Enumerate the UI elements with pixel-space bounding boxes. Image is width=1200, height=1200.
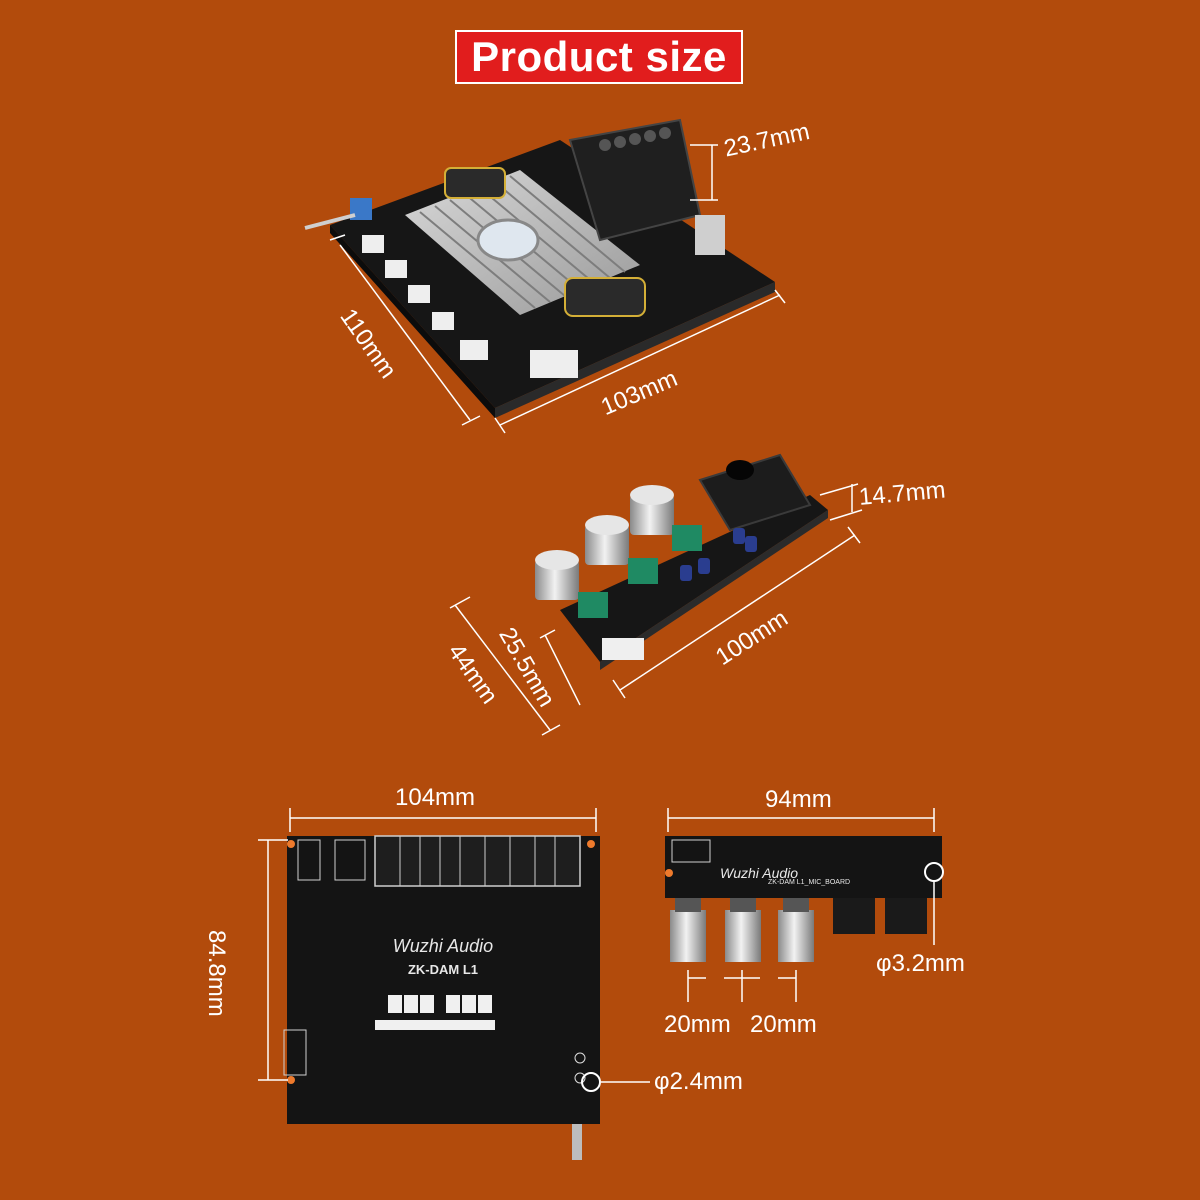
board4-spacing2-label: 20mm — [750, 1011, 817, 1038]
board3-brand: Wuzhi Audio — [393, 936, 493, 956]
board3-width-label: 104mm — [395, 784, 476, 811]
mic-board-photo — [449, 453, 863, 736]
mic-board-top-view: Wuzhi Audio ZK-DAM L1_MIC_BOARD — [665, 808, 944, 1002]
board4-spacing1-label: 20mm — [664, 1011, 731, 1038]
board4-model: ZK-DAM L1_MIC_BOARD — [768, 879, 850, 886]
board3-hole-label: φ2.4mm — [654, 1068, 743, 1095]
board4-hole-label: φ3.2mm — [876, 950, 965, 977]
page-title: Product size — [471, 33, 727, 80]
board4-brand: Wuzhi Audio — [720, 865, 798, 881]
amp-board-photo — [304, 118, 786, 434]
title-badge: Product size — [455, 30, 743, 84]
board3-height-label: 84.8mm — [203, 930, 230, 1017]
board3-model: ZK-DAM L1 — [408, 962, 478, 977]
amp-board-top-view: Wuzhi Audio ZK-DAM L1 — [258, 808, 650, 1160]
board4-width-label: 94mm — [765, 786, 832, 813]
